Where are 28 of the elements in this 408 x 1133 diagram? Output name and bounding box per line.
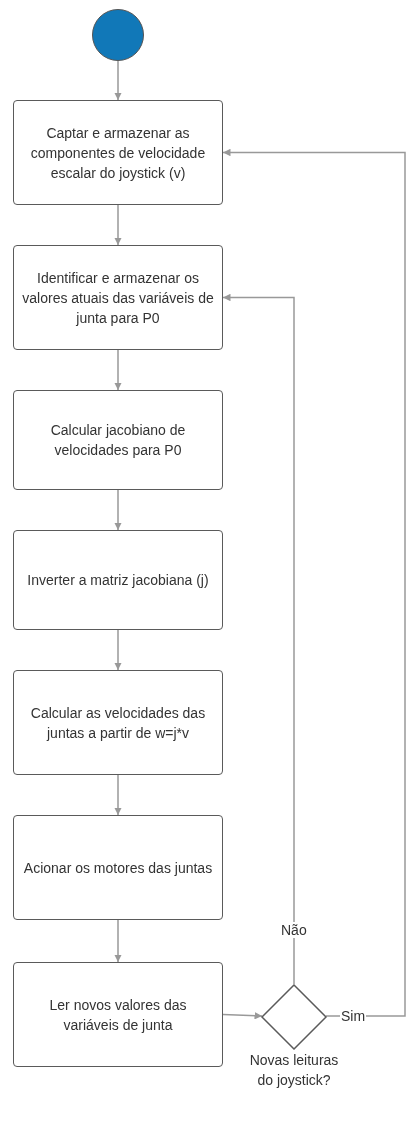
process-box	[13, 390, 223, 490]
edge-label: Não	[280, 922, 308, 938]
step-text: Ler novos valores das variáveis de junta	[48, 995, 188, 1035]
process-box	[13, 530, 223, 630]
step-text: Calcular as velocidades das juntas a partir de w=j*v	[29, 703, 207, 743]
step-text: Calcular jacobiano de velocidades para P0	[49, 421, 187, 460]
step-text: Acionar os motores das juntas	[22, 858, 214, 878]
arrow	[114, 204, 122, 246]
start-circle	[92, 9, 144, 61]
process-box	[13, 670, 223, 775]
arrow	[222, 148, 406, 1017]
step-text: Novas leituras do joystick?	[248, 1051, 340, 1090]
process-box	[13, 245, 223, 350]
arrow	[114, 489, 122, 531]
arrow	[222, 1011, 263, 1020]
arrow	[114, 60, 122, 101]
step-text: Inverter a matriz jacobiana (j)	[26, 571, 210, 590]
arrow	[114, 629, 122, 671]
process-box	[13, 962, 223, 1067]
arrow	[222, 293, 295, 985]
step-text: Captar e armazenar as componentes de velocidade escalar do joystick (v)	[29, 123, 207, 183]
process-box	[13, 815, 223, 920]
arrow	[114, 774, 122, 816]
process-box	[13, 100, 223, 205]
step-text: Identificar e armazenar os valores atuais das variáveis de junta para P0	[21, 268, 215, 328]
arrow	[114, 349, 122, 391]
arrow	[114, 919, 122, 963]
edge-label: Sim	[340, 1008, 367, 1024]
